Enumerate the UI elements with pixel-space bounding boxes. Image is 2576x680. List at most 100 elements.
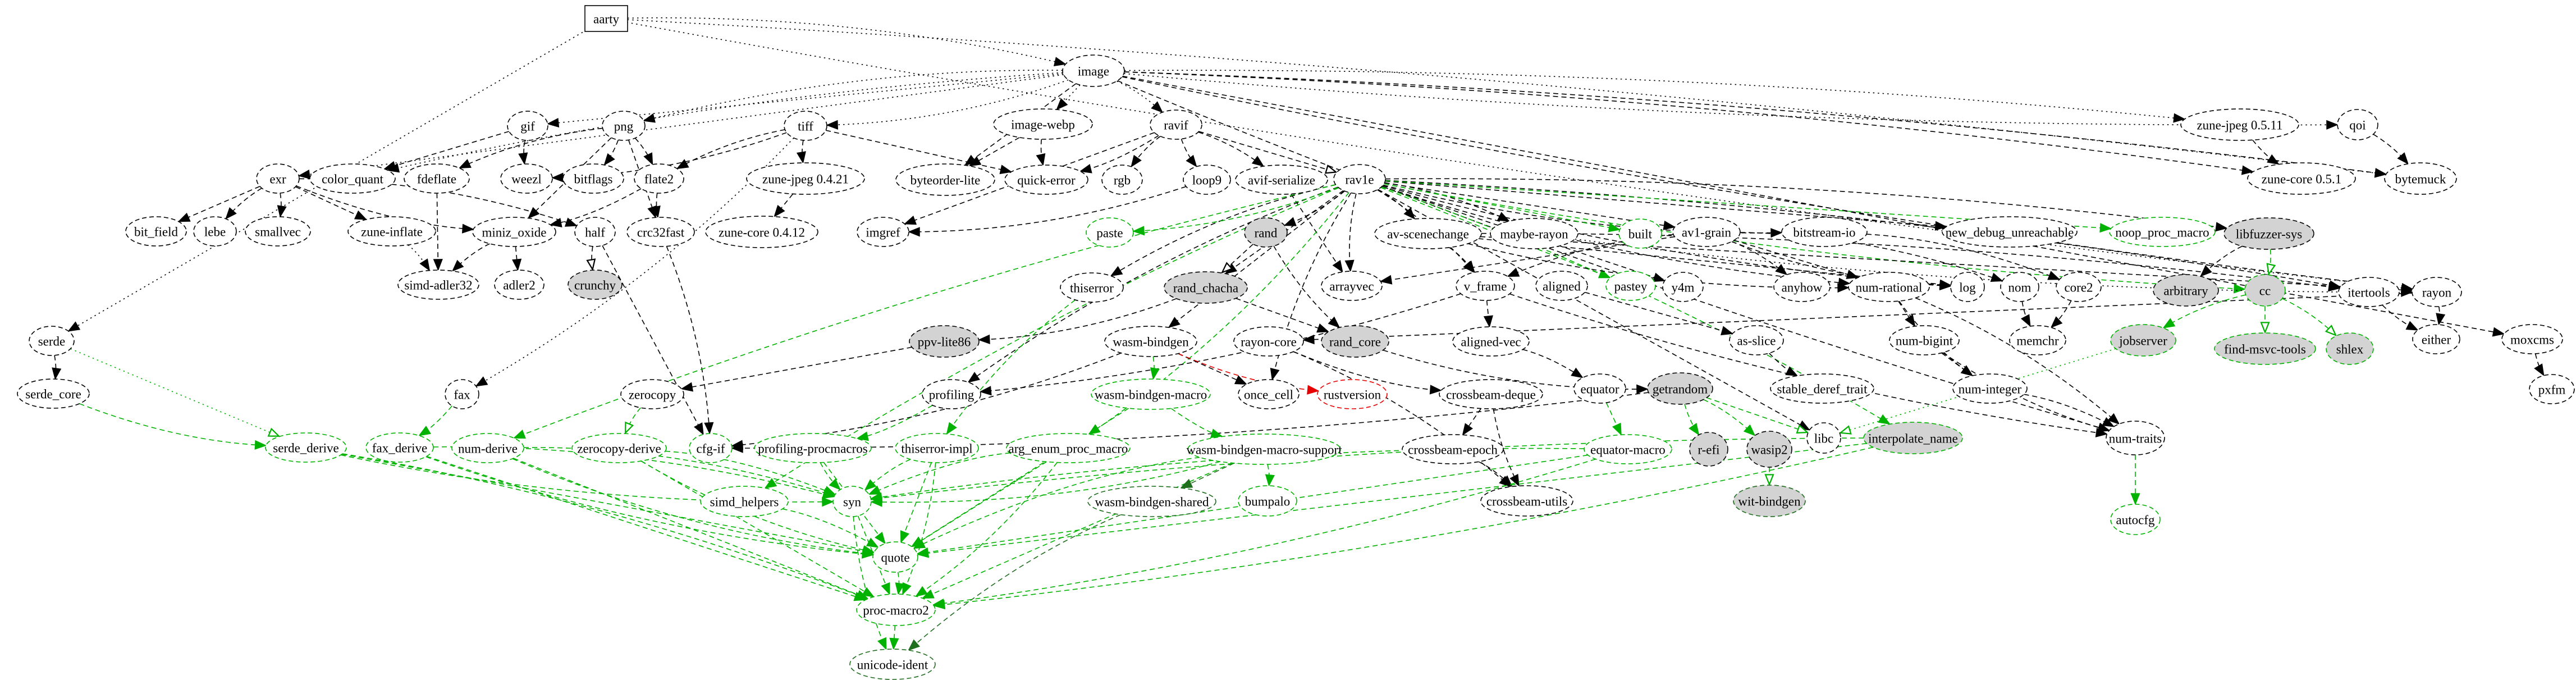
- crate-label-gif: gif: [520, 120, 535, 134]
- edge-cc-to-jobserver: [2165, 294, 2246, 327]
- crate-ellipse-num-bigint: [1889, 325, 1960, 355]
- crate-label-either: either: [2422, 333, 2451, 347]
- crate-ellipse-rayon-core: [1233, 326, 1304, 357]
- node-cfg-if: cfg-if: [689, 433, 733, 463]
- crate-label-built: built: [1628, 227, 1653, 241]
- edge-rav1e-to-paste: [1135, 186, 1339, 231]
- node-aarty: aarty: [584, 5, 628, 32]
- crate-ellipse-equator: [1573, 373, 1626, 404]
- crate-label-cc: cc: [2259, 284, 2271, 298]
- crate-label-interpolate_name: interpolate_name: [1868, 432, 1958, 446]
- crate-label-tiff: tiff: [798, 120, 813, 134]
- edge-num-integer-to-num-traits: [2024, 394, 2112, 426]
- node-serde_derive: serde_derive: [265, 432, 347, 463]
- edge-wasm-bindgen-to-once_cell: [1178, 353, 1245, 384]
- crate-ellipse-fdeflate: [404, 163, 470, 194]
- crate-ellipse-half: [574, 217, 616, 247]
- node-weezl: weezl: [500, 163, 553, 194]
- node-smallvec: smallvec: [245, 216, 311, 247]
- crate-label-stable_deref_trait: stable_deref_trait: [1777, 382, 1868, 396]
- root-crate-box-aarty: [584, 5, 628, 32]
- crate-ellipse-proc-macro2: [856, 594, 936, 626]
- crate-ellipse-loop9: [1183, 165, 1231, 195]
- crate-label-shlex: shlex: [2336, 343, 2364, 357]
- node-qoi: qoi: [2337, 109, 2378, 140]
- crate-ellipse-fax: [445, 379, 479, 409]
- edge-zune-jpeg-511-to-zune-core-051: [2252, 139, 2277, 163]
- crate-label-zune-jpeg-511: zune-jpeg 0.5.11: [2197, 118, 2282, 133]
- crate-label-loop9: loop9: [1192, 174, 1221, 188]
- node-zune-core-051: zune-core 0.5.1: [2247, 162, 2356, 195]
- edge-image-to-zune-jpeg-511: [1124, 70, 2183, 119]
- node-num-derive: num-derive: [451, 433, 524, 463]
- node-rgb: rgb: [1101, 165, 1143, 195]
- crate-ellipse-rav1e: [1333, 164, 1386, 194]
- crate-label-bitstream-io: bitstream-io: [1793, 226, 1855, 240]
- edge-equator-macro-to-proc-macro2: [935, 458, 1596, 605]
- node-crossbeam-utils: crossbeam-utils: [1480, 485, 1573, 517]
- edge-av1-grain-to-arrayvec: [1383, 236, 1675, 281]
- crate-ellipse-qoi: [2337, 109, 2378, 140]
- crate-label-rand_chacha: rand_chacha: [1173, 281, 1238, 295]
- crate-label-y4m: y4m: [1672, 281, 1695, 295]
- node-serde: serde: [29, 326, 75, 356]
- node-crunchy: crunchy: [568, 270, 623, 300]
- edge-zerocopy-derive-to-syn: [665, 450, 834, 494]
- crate-ellipse-color_quant: [309, 163, 396, 194]
- node-color_quant: color_quant: [309, 163, 396, 194]
- crate-ellipse-autocfg: [2110, 504, 2161, 535]
- edge-exr-to-bit_field: [180, 186, 260, 221]
- edge-wasm-bindgen-to-wasm-bindgen-macro: [1153, 356, 1154, 377]
- crate-ellipse-bumpalo: [1238, 485, 1297, 517]
- crate-ellipse-simd_helpers: [700, 486, 789, 517]
- crate-label-smallvec: smallvec: [255, 225, 301, 239]
- crate-label-thiserror: thiserror: [1070, 281, 1114, 295]
- crate-label-av1-grain: av1-grain: [1682, 226, 1732, 240]
- crate-ellipse-arbitrary: [2153, 274, 2219, 307]
- crate-label-arg_enum_proc_macro: arg_enum_proc_macro: [1009, 442, 1128, 456]
- edge-image-to-png: [646, 70, 1063, 120]
- crate-label-color_quant: color_quant: [322, 172, 383, 186]
- edge-png-to-fdeflate: [461, 127, 603, 167]
- edge-half-to-crunchy: [592, 246, 593, 268]
- edge-image-to-color_quant: [390, 72, 1063, 170]
- crate-label-jobserver: jobserver: [2119, 334, 2167, 348]
- node-byteorder-lite: byteorder-lite: [895, 163, 995, 196]
- crate-label-zune-core-0412: zune-core 0.4.12: [719, 226, 805, 240]
- crate-label-anyhow: anyhow: [1782, 281, 1823, 295]
- node-stable_deref_trait: stable_deref_trait: [1770, 373, 1874, 404]
- crate-label-quick-error: quick-error: [1017, 174, 1076, 188]
- crate-ellipse-rgb: [1101, 165, 1143, 195]
- crate-label-quote: quote: [881, 551, 909, 565]
- node-serde_core: serde_core: [17, 378, 90, 409]
- node-rand_core: rand_core: [1321, 325, 1389, 358]
- crate-ellipse-v_frame: [1456, 271, 1515, 301]
- crate-ellipse-wasip2: [1746, 431, 1792, 468]
- crate-ellipse-zune-inflate: [347, 216, 436, 247]
- node-zune-inflate: zune-inflate: [347, 216, 436, 247]
- crate-ellipse-wasm-bindgen: [1104, 326, 1197, 357]
- crate-ellipse-find-msvc-tools: [2214, 332, 2316, 365]
- node-crossbeam-deque: crossbeam-deque: [1439, 379, 1543, 409]
- node-interpolate_name: interpolate_name: [1863, 422, 1963, 454]
- crate-ellipse-rand_chacha: [1164, 271, 1248, 304]
- edge-tiff-to-quick-error: [825, 130, 1010, 171]
- crate-label-wasm-bindgen-macro: wasm-bindgen-macro: [1095, 388, 1207, 402]
- edge-rav1e-to-new_debug_unreachable: [1385, 180, 1945, 227]
- crate-ellipse-as-slice: [1729, 325, 1784, 355]
- crate-ellipse-paste: [1086, 217, 1134, 248]
- edge-thiserror-to-thiserror-impl: [948, 299, 1076, 432]
- edge-rav1e-to-noop_proc_macro: [1385, 180, 2110, 229]
- node-cc: cc: [2244, 274, 2286, 307]
- crate-ellipse-anyhow: [1773, 272, 1831, 302]
- crate-label-bit_field: bit_field: [134, 225, 178, 239]
- crate-label-rayon: rayon: [2422, 286, 2452, 300]
- crate-label-fax_derive: fax_derive: [372, 441, 427, 455]
- node-r-efi: r-efi: [1689, 432, 1728, 467]
- node-arrayvec: arrayvec: [1321, 271, 1383, 301]
- edge-num-derive-to-syn: [523, 447, 833, 495]
- crate-ellipse-weezl: [500, 163, 553, 194]
- node-paste: paste: [1086, 217, 1134, 248]
- node-zune-jpeg-511: zune-jpeg 0.5.11: [2180, 108, 2299, 141]
- node-simd-adler32: simd-adler32: [397, 270, 479, 300]
